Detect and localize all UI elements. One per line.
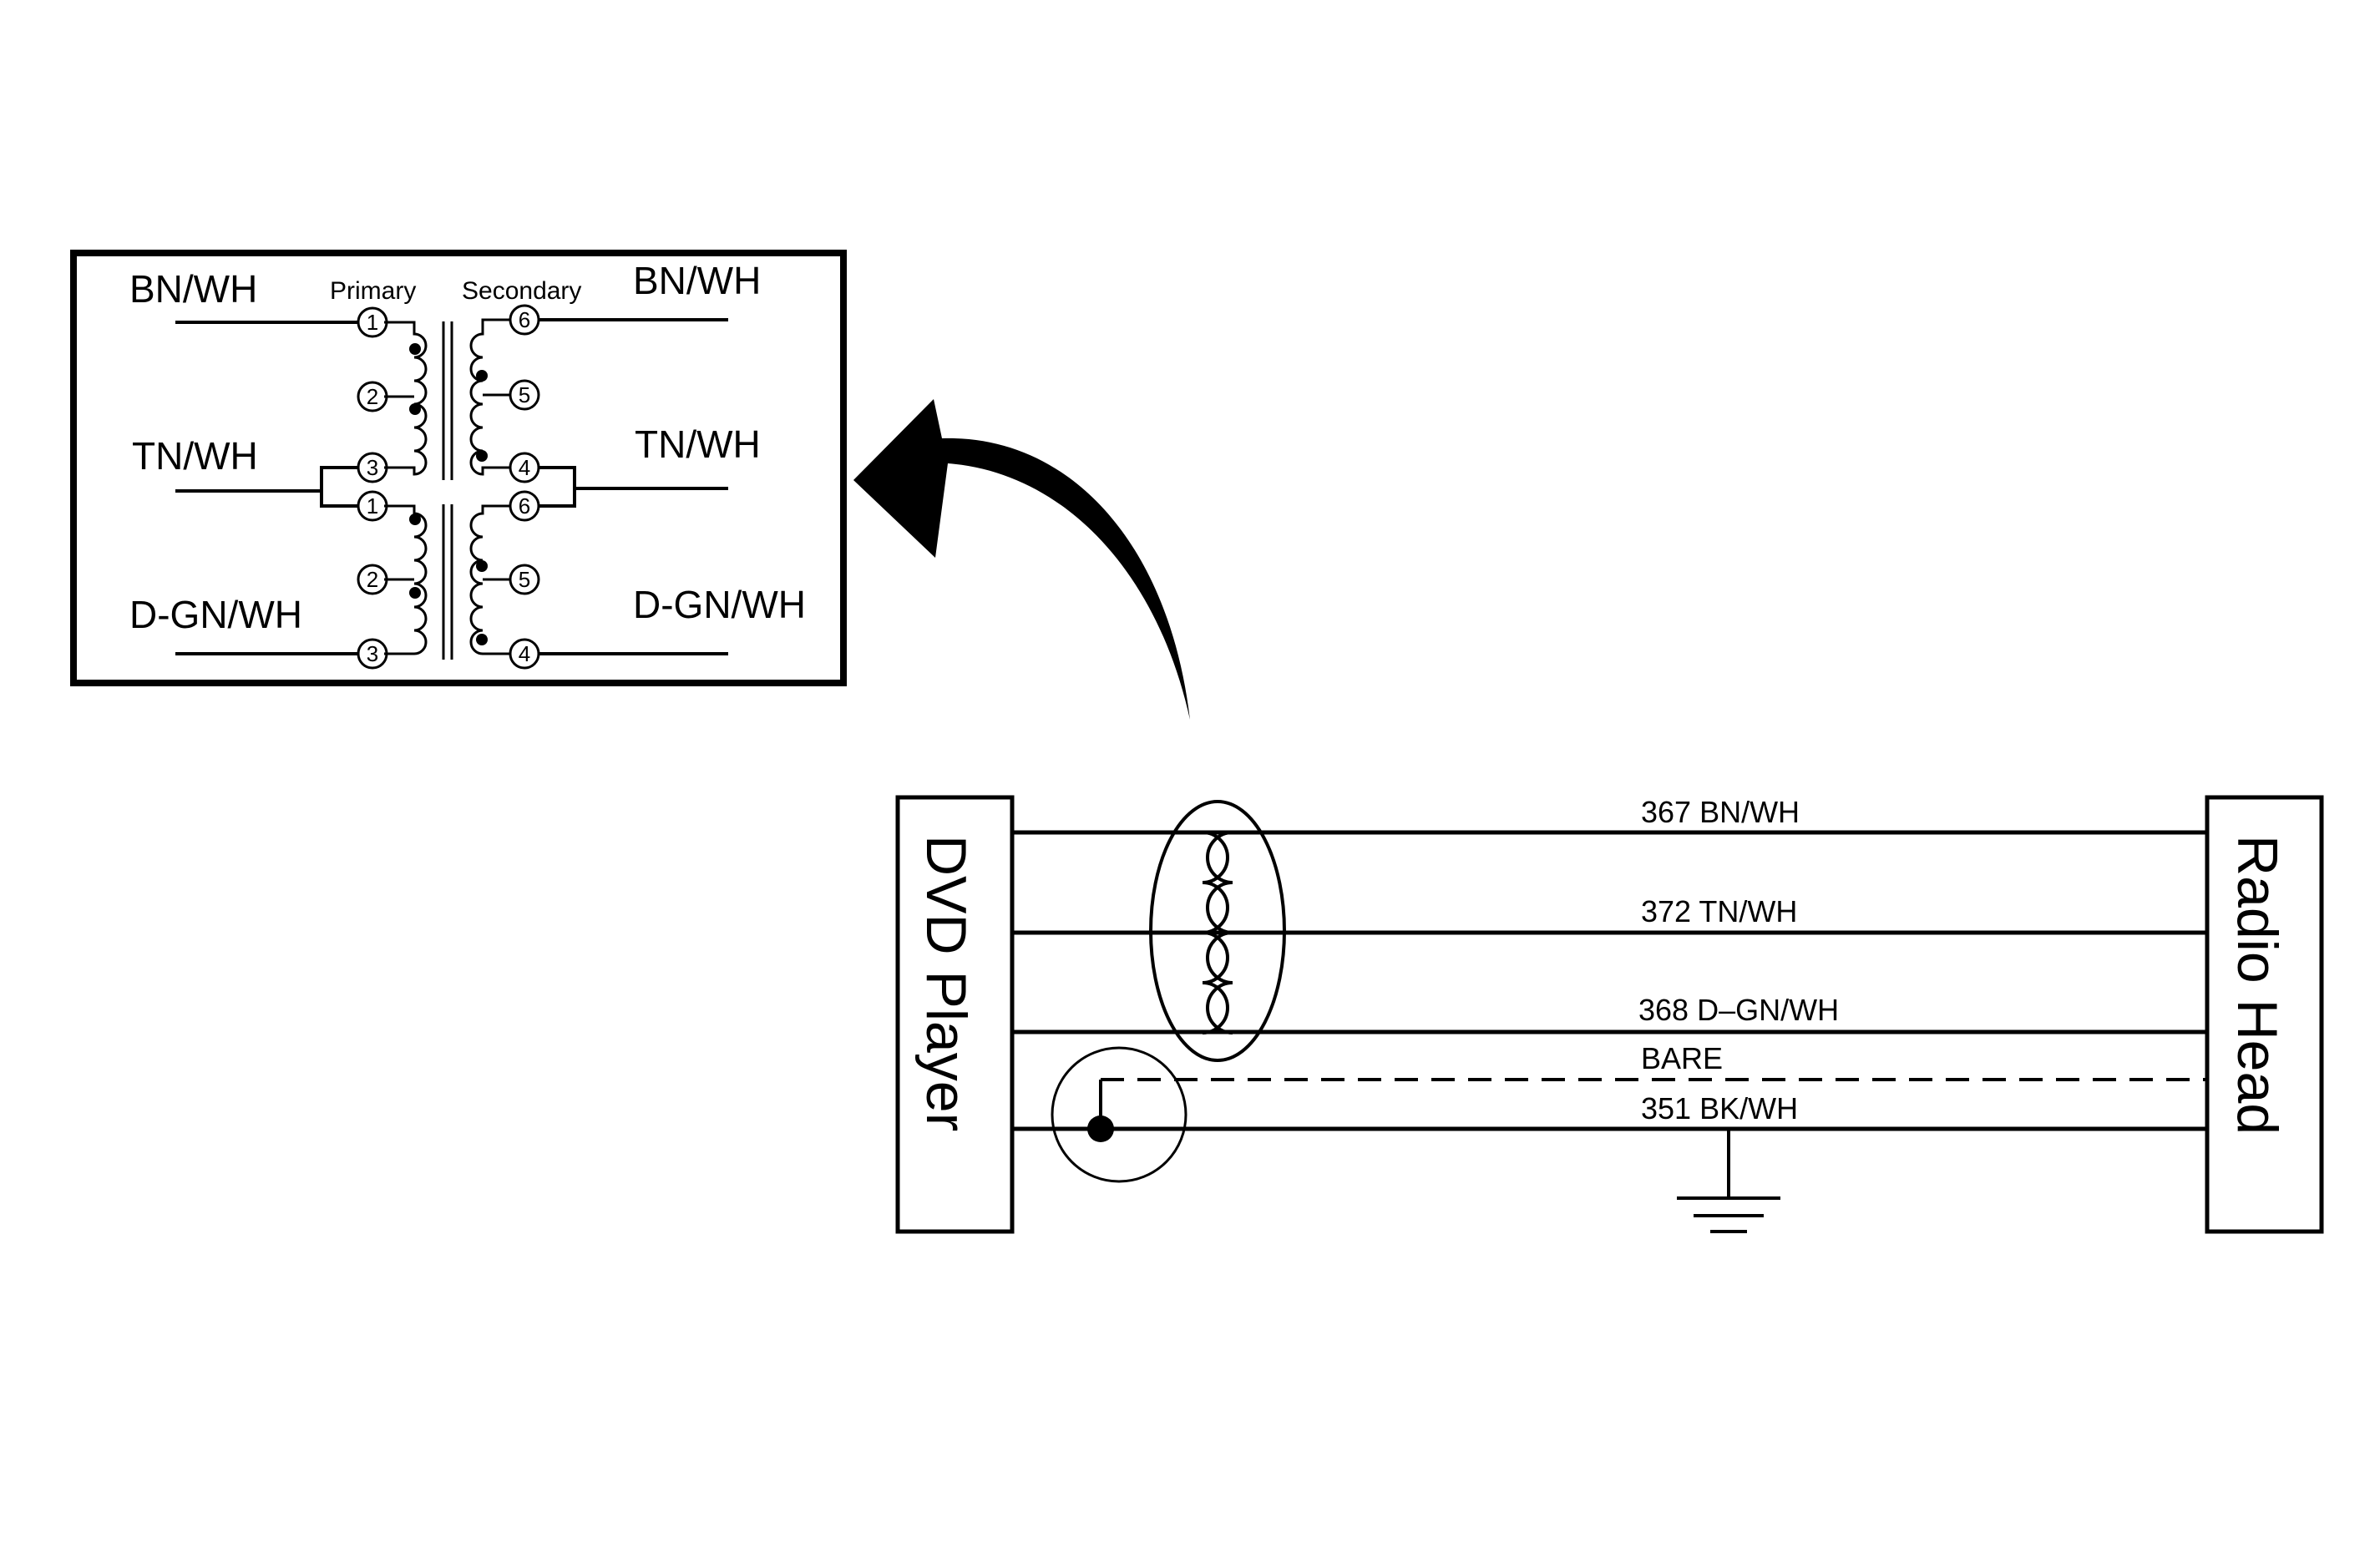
circuit-bare-label: BARE <box>1641 1041 1723 1075</box>
splice-dot <box>1087 1115 1114 1142</box>
inset-border <box>70 250 847 686</box>
pin-number: 6 <box>519 493 530 518</box>
circuit-351-label: 351 BK/WH <box>1641 1091 1798 1126</box>
pin-number: 3 <box>367 641 378 666</box>
pin-number: 4 <box>519 641 530 666</box>
radio-head-box <box>2205 795 2324 1234</box>
radio-head-label: Radio Head <box>2226 835 2289 1135</box>
pin-number: 4 <box>519 455 530 480</box>
inset-left-wire-3-label: D-GN/WH <box>129 593 302 636</box>
upper-secondary-pins: 6 5 4 <box>509 304 540 483</box>
secondary-label: Secondary <box>462 277 581 305</box>
primary-label: Primary <box>330 277 416 305</box>
pin-number: 5 <box>519 382 530 407</box>
circuit-368-label: 368 D–GN/WH <box>1638 993 1839 1027</box>
pin-number: 3 <box>367 455 378 480</box>
transformer-detail-inset: Primary Secondary BN/WH TN/WH D-GN/WH BN… <box>70 250 847 686</box>
dvd-player-label: DVD Player <box>914 835 978 1131</box>
inset-right-wire-3-label: D-GN/WH <box>633 583 806 626</box>
upper-primary-pins: 1 2 3 <box>357 306 388 483</box>
polarity-dots <box>409 343 488 645</box>
shield-drain-splice <box>1051 1046 1187 1183</box>
inset-left-wire-1-label: BN/WH <box>129 267 257 311</box>
lower-secondary-pins: 6 5 4 <box>509 490 540 670</box>
inset-left-wire-2-label: TN/WH <box>132 434 258 478</box>
pin-number: 1 <box>367 310 378 335</box>
circuit-372-label: 372 TN/WH <box>1641 894 1797 928</box>
pin-number: 5 <box>519 567 530 592</box>
pin-number: 2 <box>367 384 378 409</box>
lower-primary-pins: 1 2 3 <box>357 490 388 670</box>
pin-number: 6 <box>519 307 530 332</box>
pin-number: 1 <box>367 493 378 518</box>
inset-right-wire-2-label: TN/WH <box>635 422 761 466</box>
dvd-player-box <box>895 795 1015 1234</box>
inset-right-wire-1-label: BN/WH <box>633 259 761 302</box>
ground-icon <box>1677 1129 1780 1233</box>
pin-number: 2 <box>367 567 378 592</box>
circuit-367-label: 367 BN/WH <box>1641 795 1800 829</box>
transformer-symbol <box>1149 800 1286 1062</box>
callout-arrow-icon <box>853 399 1190 720</box>
